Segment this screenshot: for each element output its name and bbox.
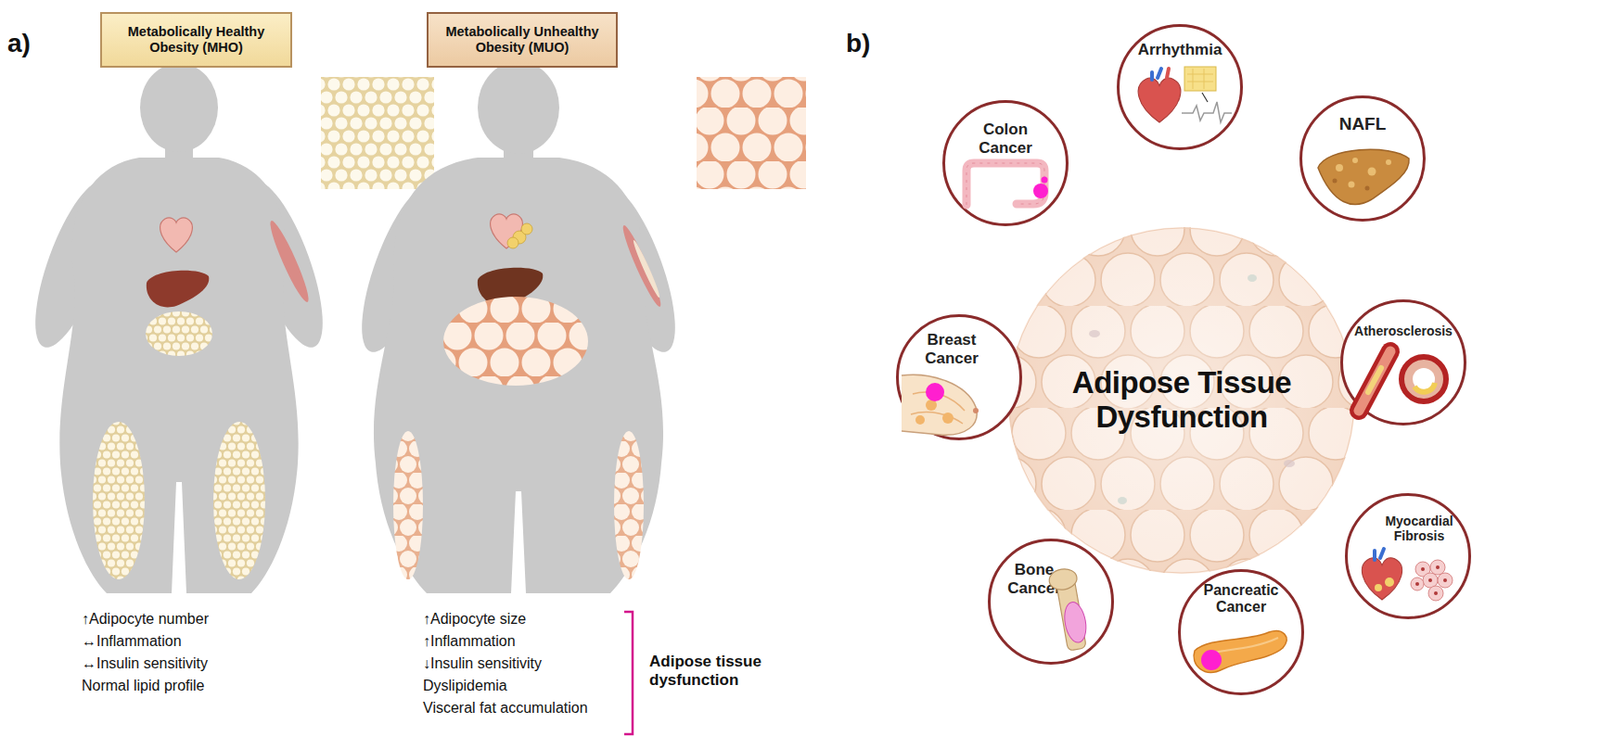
disease-circle: NAFL	[1299, 95, 1426, 222]
hub-text-box: Adipose Tissue Dysfunction	[1008, 227, 1356, 575]
mho-body	[229, 172, 339, 357]
circle-text-box: Atherosclerosis	[1344, 323, 1462, 339]
disease-name: Colon Cancer	[968, 120, 1043, 157]
circle-outline	[1346, 495, 1471, 619]
circle-text-box: NAFL	[1316, 114, 1409, 135]
disease-name: Atherosclerosis	[1344, 323, 1462, 339]
mho-body	[140, 63, 218, 153]
circle-outline	[987, 538, 1114, 666]
phenotype-box: Metabolically Unhealthy Obesity (MUO)	[426, 12, 618, 68]
disease-name: Bone Cancer	[1001, 561, 1067, 598]
disease-name: NAFL	[1316, 114, 1409, 135]
muo-organs	[618, 223, 666, 310]
circle-text-box: Arrhythmia	[1124, 40, 1236, 60]
trait-item: ↑Inflammation	[422, 632, 516, 651]
disease-name: Breast Cancer	[914, 331, 989, 368]
muo-organs	[630, 239, 662, 300]
circle-outline	[897, 316, 1022, 440]
disease-circle: Bone Cancer	[987, 538, 1114, 666]
muo-body	[345, 177, 456, 361]
mho-organs	[146, 270, 210, 308]
adipose-tissue-pattern	[1008, 227, 1356, 575]
hub-outline	[1009, 228, 1355, 574]
disease-circle: Atherosclerosis	[1340, 299, 1467, 426]
mho-organs	[145, 311, 213, 357]
panel-label: a)	[7, 27, 31, 60]
circle-outline	[1344, 493, 1472, 620]
hub-text-box: Adipose Tissue Dysfunction	[1042, 366, 1321, 436]
circle-outline	[944, 102, 1068, 226]
disease-circle: Pancreatic Cancer	[1177, 569, 1305, 696]
circle-outline	[1342, 301, 1466, 425]
muo-organs	[477, 268, 543, 307]
disease-circle: Myocardial Fibrosis	[1344, 493, 1472, 620]
circle-outline	[989, 540, 1114, 665]
disease-circle: Breast Cancer	[896, 314, 1023, 441]
disease-name: Arrhythmia	[1124, 40, 1236, 60]
circle-text-box: Breast Cancer	[914, 331, 989, 368]
mho-organs	[92, 217, 314, 580]
mho-body	[59, 157, 298, 594]
circle-text-box: Colon Cancer	[968, 120, 1043, 157]
circle-text-box: Bone Cancer	[1001, 561, 1067, 598]
disease-circle: Colon Cancer	[942, 100, 1069, 227]
trait-item: Dyslipidemia	[422, 677, 508, 695]
muo-organs	[521, 223, 533, 235]
mho-organs	[160, 217, 193, 253]
bracket-label: Adipose tissue dysfunction	[649, 652, 798, 692]
circle-text-box: Myocardial Fibrosis	[1374, 513, 1464, 544]
muo-body	[477, 61, 560, 154]
magenta-bracket	[624, 612, 633, 735]
muo-body	[373, 157, 664, 594]
muo-body	[345, 61, 692, 594]
circle-text-box: Pancreatic Cancer	[1194, 582, 1288, 617]
muo-organs	[614, 431, 644, 580]
circle-outline	[942, 100, 1069, 227]
adipose-tissue-pattern	[1117, 497, 1127, 505]
muo-organs	[393, 431, 423, 580]
hub-title: Adipose Tissue Dysfunction	[1042, 366, 1321, 436]
adipose-tissue-pattern	[1283, 460, 1295, 468]
mho-organs	[92, 422, 145, 580]
adipose-tissue-pattern	[1008, 227, 1356, 575]
trait-item: ↑Adipocyte size	[422, 610, 526, 628]
trait-item: Normal lipid profile	[81, 677, 205, 695]
box-title: Metabolically Healthy Obesity (MHO)	[107, 24, 285, 55]
muo-organs	[443, 296, 589, 386]
mho-body	[19, 63, 339, 594]
circle-outline	[1301, 97, 1425, 221]
mho-body	[19, 172, 129, 357]
mho-organs	[213, 422, 266, 580]
adipose-tissue-pattern	[1008, 227, 1356, 575]
muo-body	[581, 177, 692, 361]
mho-organs	[265, 217, 314, 305]
trait-item: ↑Adipocyte number	[81, 610, 209, 628]
muo-organs	[507, 237, 519, 249]
muo-organs	[393, 214, 666, 580]
trait-item: ↔Insulin sensitivity	[81, 654, 208, 673]
disease-circle: Arrhythmia	[1116, 24, 1243, 151]
muo-organs	[490, 214, 524, 249]
muo-tissue-inset	[696, 76, 807, 190]
trait-item: Visceral fat accumulation	[422, 699, 589, 717]
disease-name: Pancreatic Cancer	[1194, 582, 1288, 617]
mho-body	[165, 139, 193, 166]
panel-label: b)	[845, 27, 871, 60]
circle-outline	[1340, 299, 1467, 426]
adipose-tissue-pattern	[1247, 274, 1257, 282]
muo-body	[503, 139, 534, 166]
trait-item: ↔Inflammation	[81, 632, 182, 651]
circle-outline	[1118, 25, 1242, 150]
trait-item: ↓Insulin sensitivity	[422, 654, 542, 673]
muo-organs	[512, 230, 526, 244]
box-title: Metabolically Unhealthy Obesity (MUO)	[434, 24, 611, 55]
adipose-tissue-pattern	[1088, 330, 1101, 338]
circle-outline	[1179, 571, 1304, 695]
disease-name: Myocardial Fibrosis	[1374, 513, 1464, 544]
central-circle: Adipose Tissue Dysfunction	[1008, 227, 1356, 575]
mho-tissue-inset	[320, 76, 435, 190]
phenotype-box: Metabolically Healthy Obesity (MHO)	[100, 12, 293, 68]
